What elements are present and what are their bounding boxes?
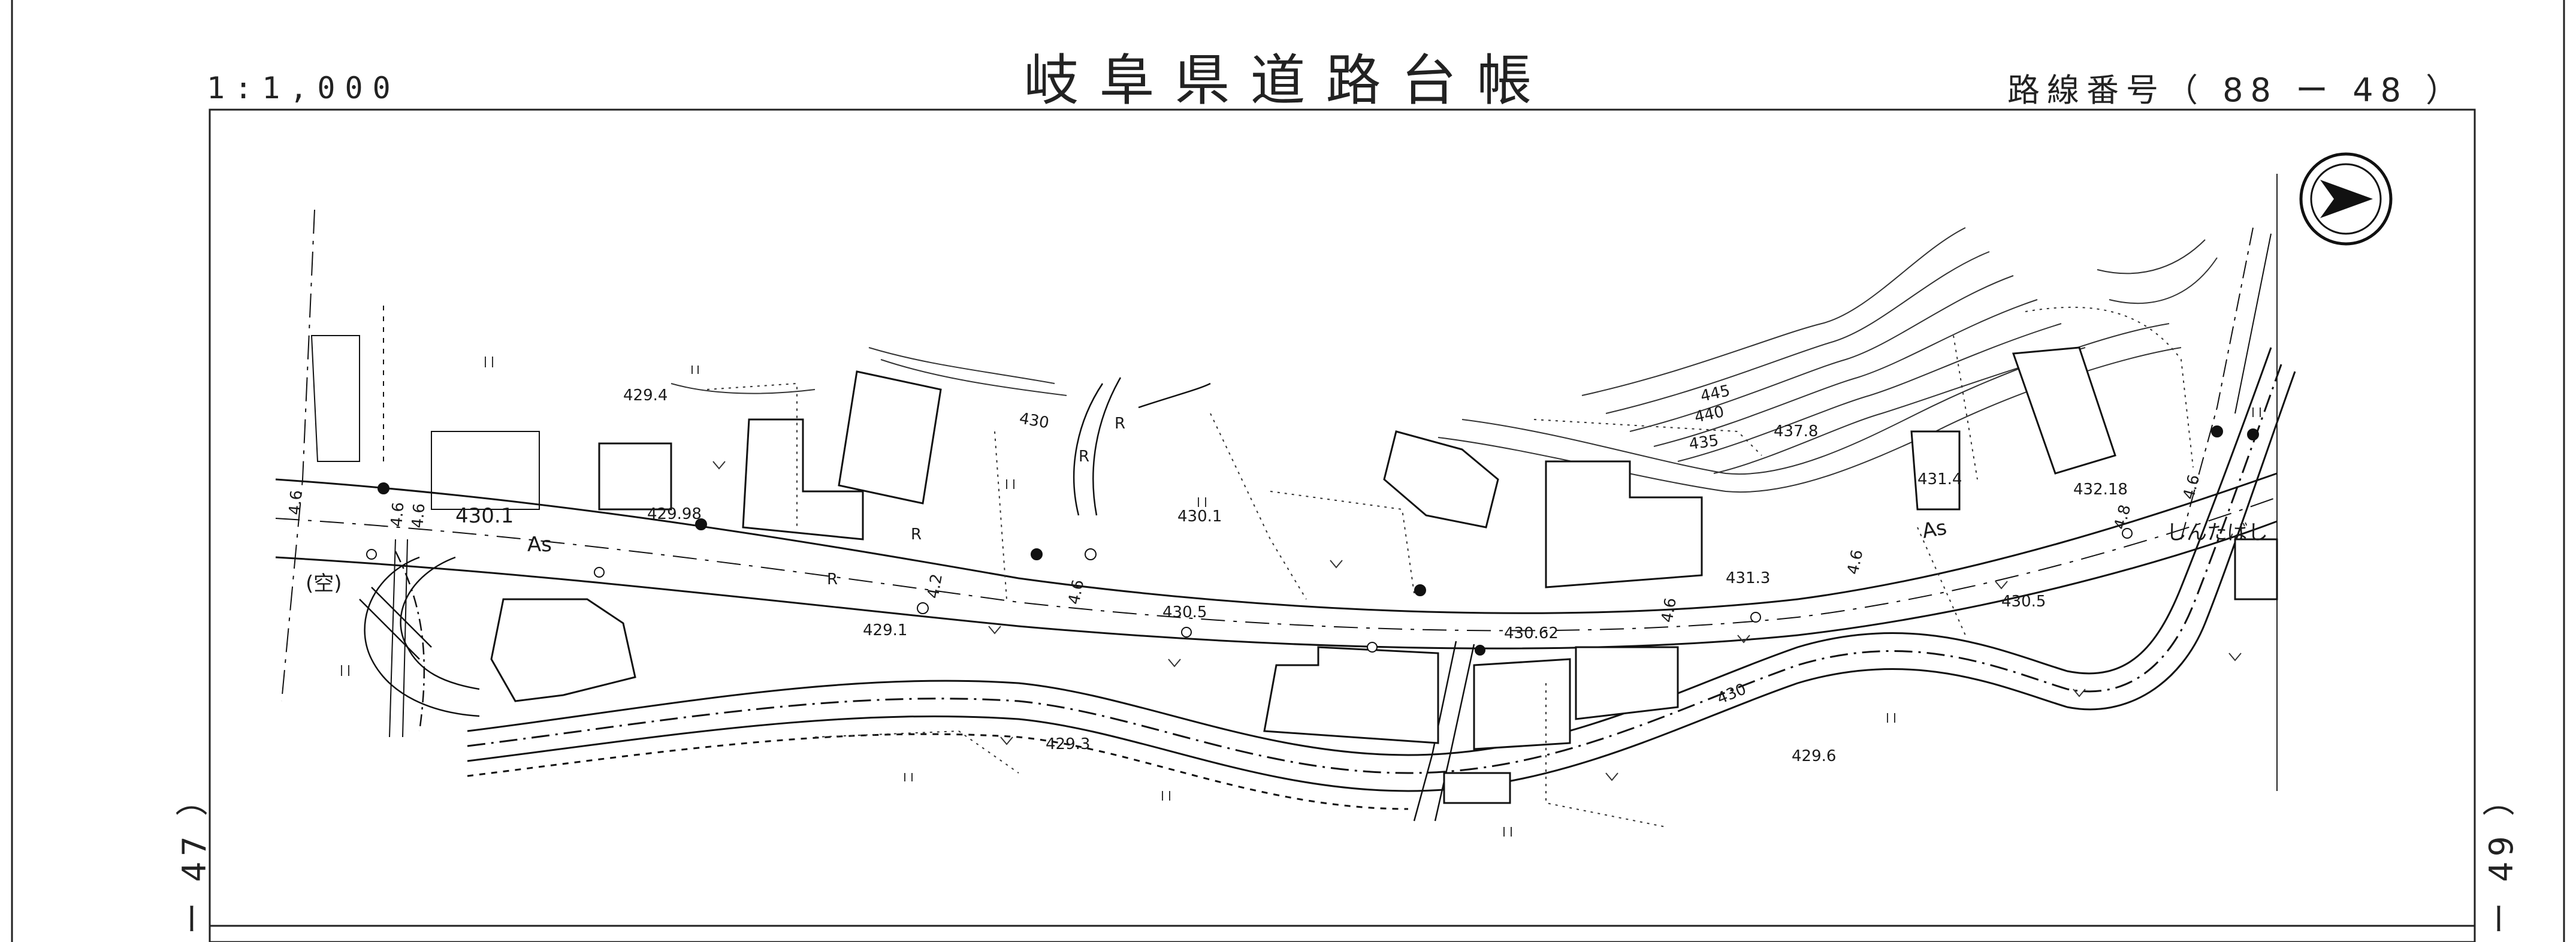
width-label: 4.6 (388, 502, 407, 528)
elevation-label: 430.5 (2001, 593, 2046, 611)
vacant-house-label: (空) (306, 572, 342, 596)
retaining-wall-label: R (1079, 448, 1089, 466)
elevation-label: 431.3 (1726, 569, 1770, 587)
retaining-wall-label: R (1115, 415, 1125, 433)
elevation-label: 432.18 (2073, 481, 2128, 499)
sheet-border (11, 0, 2565, 942)
elevation-label: 429.6 (1792, 747, 1836, 765)
width-label: 4.6 (1065, 578, 1088, 606)
contour-label: 440 (1693, 403, 1726, 427)
contour-labels: 445 440 435 430 430 (1018, 382, 1749, 708)
width-label: 4.2 (924, 572, 946, 600)
other-labels: (空) R R R R しんたばし (306, 415, 2268, 596)
road-width-labels: 4.6 4.6 4.6 4.2 4.6 4.6 4.6 4.8 4.6 (286, 473, 2203, 624)
width-label: 4.6 (409, 503, 428, 529)
route-number: 路線番号（ 88 ー 48 ） (2007, 71, 2466, 109)
cross-road (1073, 377, 1475, 822)
elevation-label: 429.1 (863, 621, 907, 639)
parcel-boundaries (706, 306, 2194, 828)
elevation-label: 429.98 (647, 505, 702, 523)
surface-labels: As As (527, 515, 1949, 557)
contour-label: 430 (1018, 409, 1050, 432)
survey-points (366, 425, 2259, 656)
main-road (275, 472, 2278, 650)
land-use-symbols (341, 357, 2261, 837)
side-road-left (359, 551, 480, 732)
page-title: 岐阜県道路台帳 (1023, 49, 1553, 113)
contour-label: 435 (1688, 431, 1720, 454)
width-label: 4.6 (1658, 596, 1680, 624)
elevation-labels: 429.4 430.1 429.98 430.1 429.1 430.5 430… (455, 387, 2128, 765)
retaining-wall-label: R (911, 526, 922, 544)
elevation-label: 437.8 (1774, 422, 1818, 440)
elevation-label: 430.1 (1177, 508, 1222, 526)
asphalt-label: As (1920, 515, 1949, 544)
elevation-label: 430.1 (455, 504, 514, 528)
elevation-label: 429.4 (623, 387, 668, 404)
elevation-label: 430.62 (1504, 624, 1559, 642)
width-label: 4.6 (1844, 548, 1867, 576)
asphalt-label: As (527, 533, 552, 557)
north-arrow-icon (2299, 152, 2393, 246)
elevation-label: 429.3 (1046, 735, 1090, 753)
buildings (310, 335, 2278, 804)
left-boundary-lines (281, 209, 2272, 738)
map-scale: 1:1,000 (207, 71, 400, 105)
width-label: 4.6 (286, 490, 306, 516)
elevation-label: 430.5 (1162, 603, 1207, 621)
width-label: 4.6 (2180, 473, 2204, 502)
width-label: 4.8 (2111, 503, 2135, 532)
elevation-label: 431.4 (1917, 470, 1962, 488)
bridge-name-label: しんたばし (2166, 521, 2268, 545)
retaining-wall-label: R (827, 570, 838, 588)
